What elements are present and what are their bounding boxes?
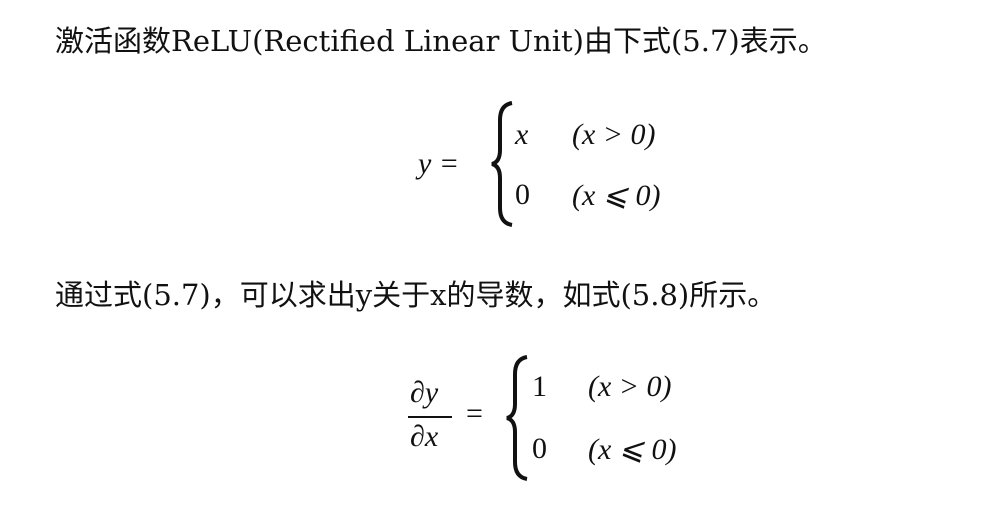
paragraph-derivative-intro: 通过式(5.7)，可以求出y关于x的导数，如式(5.8)所示。 — [55, 278, 777, 312]
eq2-equals: = — [466, 397, 483, 430]
eq1-lhs: y = — [418, 147, 460, 180]
fraction-bar — [408, 416, 452, 418]
eq2-row1-value: 1 — [532, 370, 547, 403]
eq2-numerator: ∂y — [410, 376, 439, 409]
eq1-row1-condition: (x > 0) — [572, 118, 656, 151]
eq2-row2-value: 0 — [532, 432, 547, 465]
eq2-row2-condition: (x ⩽ 0) — [588, 433, 677, 466]
eq1-row2-condition: (x ⩽ 0) — [572, 179, 661, 212]
left-brace-icon — [506, 355, 528, 481]
paragraph-relu-intro: 激活函数ReLU(Rectified Linear Unit)由下式(5.7)表… — [55, 24, 827, 58]
eq1-row2-value: 0 — [515, 178, 530, 211]
eq2-row1-condition: (x > 0) — [588, 370, 672, 403]
eq1-row1-value: x — [515, 118, 529, 151]
eq2-denominator: ∂x — [410, 420, 439, 453]
left-brace-icon — [491, 101, 513, 227]
